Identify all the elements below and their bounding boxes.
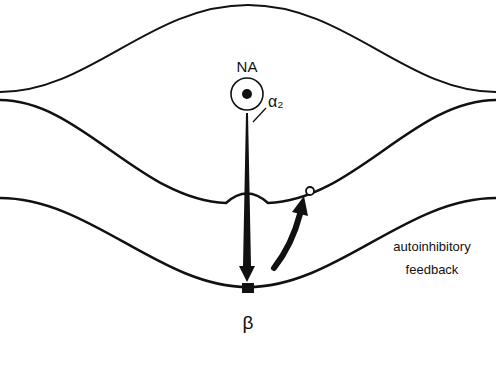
leader-line xyxy=(253,108,266,122)
vesicle-node: NA xyxy=(229,58,265,113)
receptor-label: α₂ xyxy=(268,88,308,116)
feedback-arrowhead xyxy=(292,196,308,216)
transmitter-arrow xyxy=(239,113,255,282)
annotation-label: autoinhibitory feedback xyxy=(376,236,488,282)
node-text: NA xyxy=(237,58,258,75)
node-text: β xyxy=(243,312,254,334)
receptor-square xyxy=(241,282,255,294)
receptor-node: β xyxy=(233,282,263,334)
alpha2-receptor xyxy=(306,187,314,195)
arrow-shape xyxy=(239,113,255,282)
feedback-arrow xyxy=(274,214,300,268)
vesicle-circle xyxy=(229,75,265,113)
